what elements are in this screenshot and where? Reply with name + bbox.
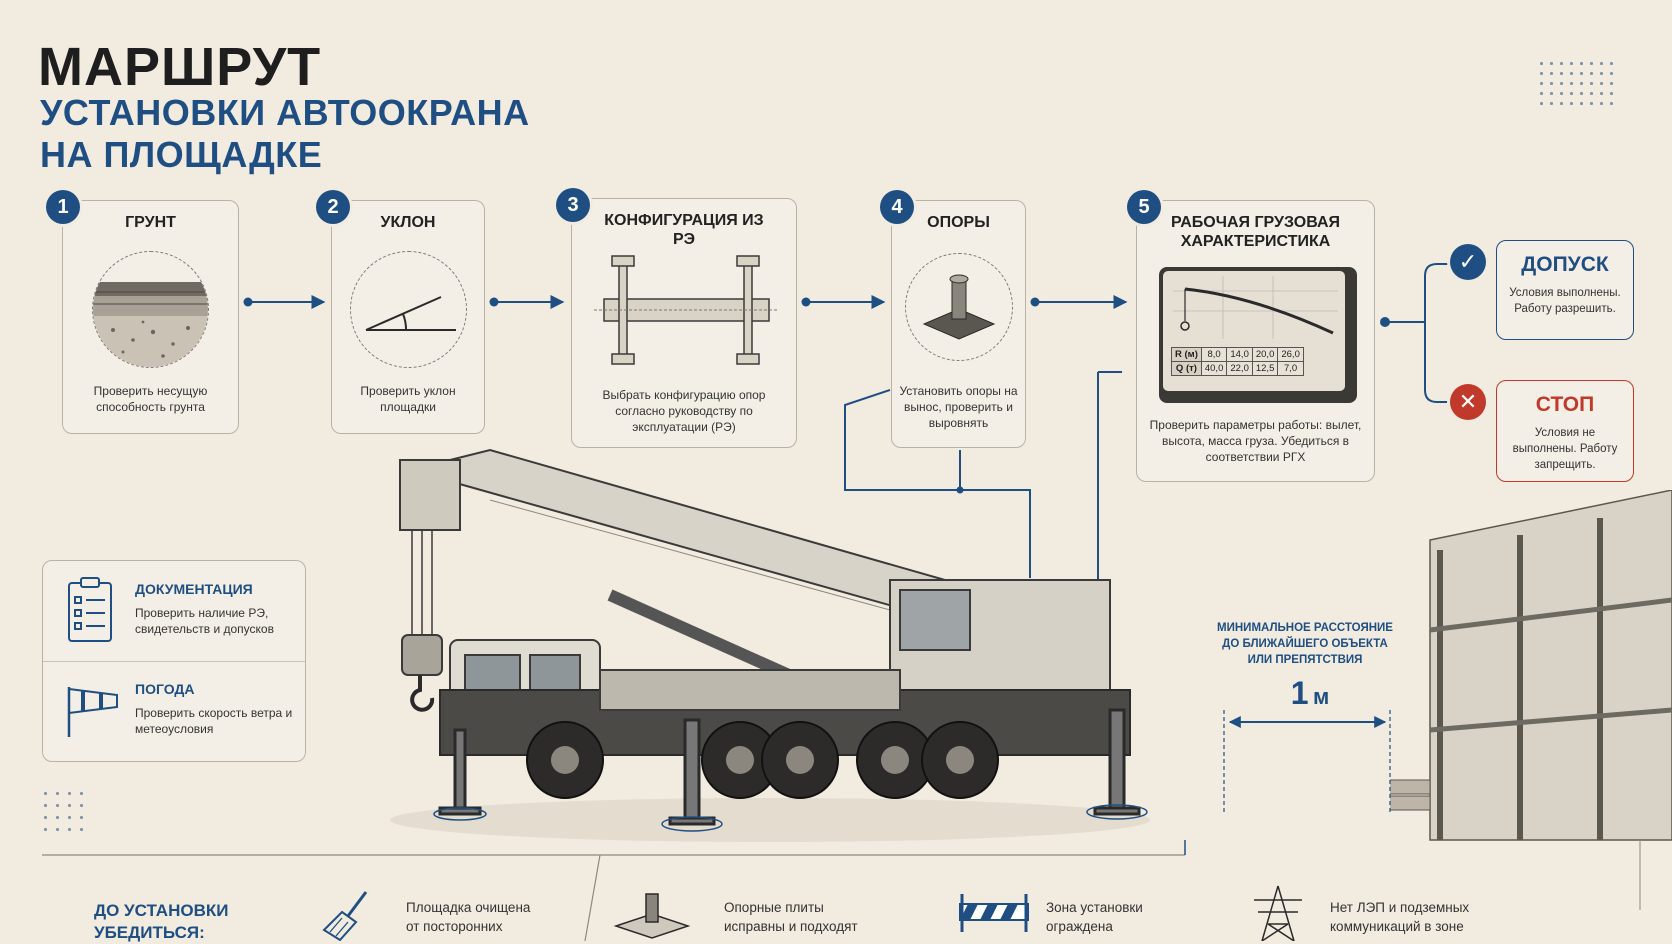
step-3-desc: Выбрать конфигурацию опор согласно руков… xyxy=(602,388,766,434)
step-2-number: 2 xyxy=(316,190,350,224)
min-distance-value: 1 м xyxy=(1270,675,1350,712)
bottom-item-1: Площадка очищена от посторонних xyxy=(406,900,531,934)
bottom-item-4: Нет ЛЭП и подземных коммуникаций в зоне xyxy=(1330,900,1470,934)
load-table-r-label: R (м) xyxy=(1171,347,1202,362)
load-table-cell: 7,0 xyxy=(1277,361,1304,376)
step-5-title: РАБОЧАЯ ГРУЗОВАЯ ХАРАКТЕРИСТИКА xyxy=(1170,214,1341,250)
clipboard-icon xyxy=(68,577,112,642)
outrigger-layout-icon xyxy=(594,255,779,365)
crane-illustration xyxy=(390,448,1150,842)
load-table-cell: 20,0 xyxy=(1251,347,1279,362)
title-main: МАРШРУТ xyxy=(38,37,322,97)
load-table-cell: 40,0 xyxy=(1200,361,1228,376)
step-1-desc: Проверить несущую способность грунта xyxy=(93,384,208,414)
bottom-item-3: Зона установки ограждена xyxy=(1046,900,1143,934)
load-table-cell: 14,0 xyxy=(1226,347,1253,362)
step-4-desc: Установить опоры на вынос, проверить и в… xyxy=(899,384,1018,430)
title-subtitle: УСТАНОВКИ АВТООКРАНА НА ПЛОЩАДКЕ xyxy=(40,92,530,175)
outrigger-pad-icon xyxy=(905,253,1013,361)
min-distance-label: МИНИМАЛЬНОЕ РАССТОЯНИЕ ДО БЛИЖАЙШЕГО ОБЪ… xyxy=(1217,622,1393,666)
min-distance-number: 1 xyxy=(1290,675,1309,711)
step-4-number: 4 xyxy=(880,190,914,224)
load-table-cell: 12,5 xyxy=(1251,361,1279,376)
step-3-title: КОНФИГУРАЦИЯ ИЗ РЭ xyxy=(604,212,764,248)
step-4-title: ОПОРЫ xyxy=(927,214,990,231)
step-1-title: ГРУНТ xyxy=(125,214,176,231)
outcome-allow-desc: Условия выполнены. Работу разрешить. xyxy=(1509,287,1621,315)
load-table-cell: 26,0 xyxy=(1277,347,1304,362)
step-5-desc: Проверить параметры работы: вылет, высот… xyxy=(1149,418,1362,464)
check-icon: ✓ xyxy=(1450,244,1486,280)
step-1-number: 1 xyxy=(46,190,80,224)
step-2-desc: Проверить уклон площадки xyxy=(360,384,456,414)
step-4-card: ОПОРЫ Установить опоры на вынос, провери… xyxy=(891,200,1026,448)
slope-angle-icon xyxy=(350,251,467,368)
outcome-allow-title: ДОПУСК xyxy=(1521,253,1609,276)
cross-icon: ✕ xyxy=(1450,384,1486,420)
soil-layers-icon xyxy=(92,251,209,368)
bottom-divider-lines xyxy=(42,840,1641,941)
building-illustration xyxy=(1390,490,1672,841)
step-5-card: РАБОЧАЯ ГРУЗОВАЯ ХАРАКТЕРИСТИКА R (м) 8,… xyxy=(1136,200,1375,482)
step-3-number: 3 xyxy=(556,188,590,222)
weather-desc: Проверить скорость ветра и метеоусловия xyxy=(135,706,293,736)
support-plate-icon xyxy=(613,893,691,939)
documentation-title: ДОКУМЕНТАЦИЯ xyxy=(135,581,253,597)
decor-dots-top xyxy=(1540,62,1620,112)
load-table: R (м) 8,0 14,0 20,0 26,0 Q (т) 40,0 22,0… xyxy=(1171,347,1304,376)
load-table-cell: 22,0 xyxy=(1226,361,1253,376)
windsock-icon xyxy=(67,687,118,737)
power-line-icon xyxy=(1254,885,1302,941)
documentation-desc: Проверить наличие РЭ, свидетельств и доп… xyxy=(135,606,274,636)
decor-dots-bottom xyxy=(44,792,92,840)
outcome-allow-card: ДОПУСК Условия выполнены. Работу разреши… xyxy=(1496,240,1634,340)
min-distance-unit: м xyxy=(1312,684,1330,709)
step-2-title: УКЛОН xyxy=(380,214,436,231)
bottom-heading: ДО УСТАНОВКИ УБЕДИТЬСЯ: xyxy=(94,901,229,942)
load-curve-icon xyxy=(1173,276,1338,339)
load-table-cell: 8,0 xyxy=(1200,347,1228,362)
load-chart-display: R (м) 8,0 14,0 20,0 26,0 Q (т) 40,0 22,0… xyxy=(1159,267,1357,403)
barrier-icon xyxy=(959,894,1029,932)
side-panel: ДОКУМЕНТАЦИЯ Проверить наличие РЭ, свиде… xyxy=(42,560,306,762)
outcome-stop-card: СТОП Условия не выполнены. Работу запрещ… xyxy=(1496,380,1634,482)
bottom-item-2: Опорные плиты исправны и подходят xyxy=(724,900,858,934)
distance-arrow xyxy=(1223,710,1391,815)
load-table-q-label: Q (т) xyxy=(1171,361,1202,376)
step-1-card: ГРУНТ Проверить несущую способность грун… xyxy=(62,200,239,434)
outcome-stop-title: СТОП xyxy=(1535,393,1595,416)
outcome-stop-desc: Условия не выполнены. Работу запрещить. xyxy=(1512,427,1618,471)
step-2-card: УКЛОН Проверить уклон площадки xyxy=(331,200,485,434)
broom-icon xyxy=(322,891,368,941)
step-5-number: 5 xyxy=(1127,190,1161,224)
step-3-card: КОНФИГУРАЦИЯ ИЗ РЭ Выбрать конфигурацию … xyxy=(571,198,797,448)
side-divider xyxy=(43,661,305,662)
weather-title: ПОГОДА xyxy=(135,681,195,697)
